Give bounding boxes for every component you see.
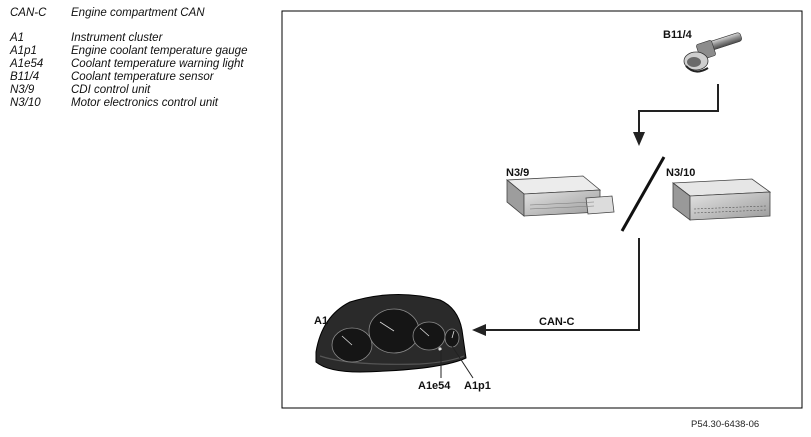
legend-code: A1p1 [10, 45, 37, 57]
sensor-line [638, 84, 719, 132]
legend-desc: Coolant temperature sensor [71, 71, 214, 83]
legend-row-n3-10: N3/10 Motor electronics control unit [10, 97, 272, 110]
legend-row-b11-4: B11/4 Coolant temperature sensor [10, 71, 272, 84]
motor-electronics-control-unit [671, 178, 772, 221]
arrow-left [472, 324, 486, 336]
legend-code: CAN-C [10, 7, 47, 19]
legend-code: N3/9 [10, 84, 35, 96]
legend-row-a1p1: A1p1 Engine coolant temperature gauge [10, 45, 272, 58]
legend-code: A1e54 [10, 58, 44, 70]
legend: CAN-C Engine compartment CAN A1 Instrume… [10, 7, 272, 110]
legend-row-a1e54: A1e54 Coolant temperature warning light [10, 58, 272, 71]
legend-desc: Motor electronics control unit [71, 97, 219, 109]
legend-desc: Engine compartment CAN [71, 7, 205, 19]
legend-desc: Engine coolant temperature gauge [71, 45, 248, 57]
legend-desc: CDI control unit [71, 84, 151, 96]
legend-desc: Coolant temperature warning light [71, 58, 244, 70]
legend-code: A1 [10, 32, 25, 44]
legend-row-can-c: CAN-C Engine compartment CAN [10, 7, 272, 20]
legend-row-a1: A1 Instrument cluster [10, 32, 272, 45]
can-c-bus-line [486, 238, 640, 331]
arrow-down [633, 132, 645, 146]
me-label: N3/10 [666, 167, 695, 179]
coolant-temperature-sensor [683, 32, 742, 73]
figure-reference: P54.30-6438-06 [691, 419, 760, 430]
cdi-control-unit [505, 175, 615, 217]
can-c-label: CAN-C [539, 316, 574, 328]
legend-code: B11/4 [10, 71, 40, 83]
gauge-pointer [451, 345, 474, 379]
legend-row-n3-9: N3/9 CDI control unit [10, 84, 272, 97]
sensor-label: B11/4 [663, 29, 693, 41]
warning-light-label: A1e54 [418, 380, 451, 392]
cdi-label: N3/9 [506, 167, 529, 179]
instrument-cluster [315, 294, 467, 373]
legend-desc: Instrument cluster [71, 32, 163, 44]
ecu-separator [620, 156, 666, 232]
cluster-label: A1 [314, 315, 328, 327]
gauge-label: A1p1 [464, 380, 491, 392]
legend-code: N3/10 [10, 97, 41, 109]
